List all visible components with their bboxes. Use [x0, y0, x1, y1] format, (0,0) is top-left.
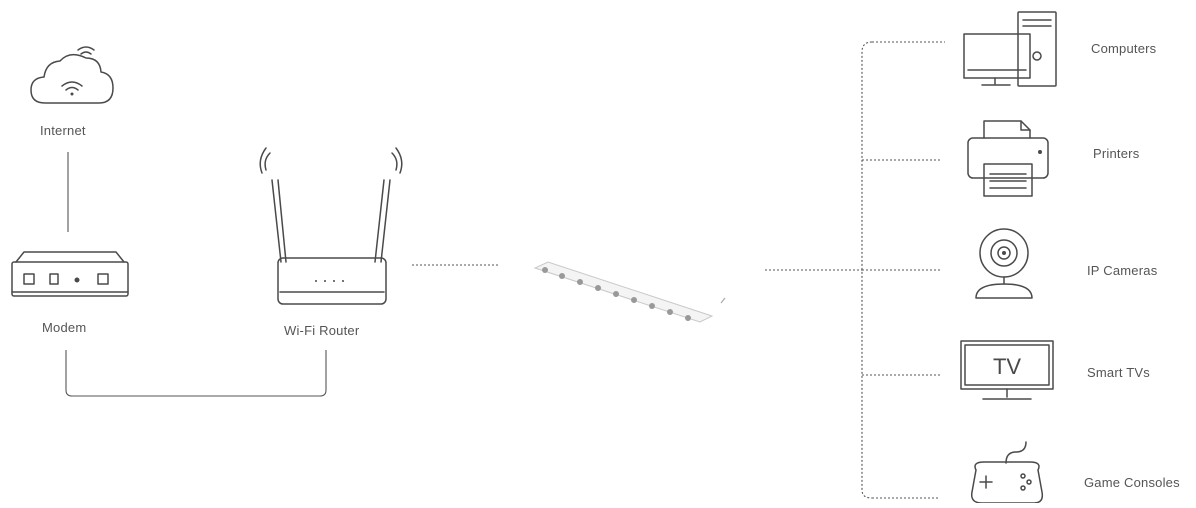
router-label: Wi-Fi Router [284, 323, 359, 338]
cloud-wifi-icon [31, 47, 113, 103]
gamepad-icon [972, 442, 1043, 503]
computers-label: Computers [1091, 41, 1156, 56]
modem-router-link [66, 350, 326, 396]
ipcameras-label: IP Cameras [1087, 263, 1157, 278]
modem-label: Modem [42, 320, 86, 335]
tv-screen-text: TV [993, 354, 1021, 379]
smarttvs-label: Smart TVs [1087, 365, 1150, 380]
printers-label: Printers [1093, 146, 1139, 161]
tv-icon: TV [961, 341, 1053, 399]
webcam-icon [976, 229, 1032, 298]
wifi-router-icon [260, 148, 402, 304]
connections [66, 42, 945, 498]
desktop-computer-icon [964, 12, 1056, 86]
modem-icon [12, 252, 128, 296]
network-switch-icon [535, 262, 725, 322]
printer-icon [968, 121, 1048, 196]
internet-label: Internet [40, 123, 86, 138]
gameconsoles-label: Game Consoles [1084, 475, 1180, 490]
